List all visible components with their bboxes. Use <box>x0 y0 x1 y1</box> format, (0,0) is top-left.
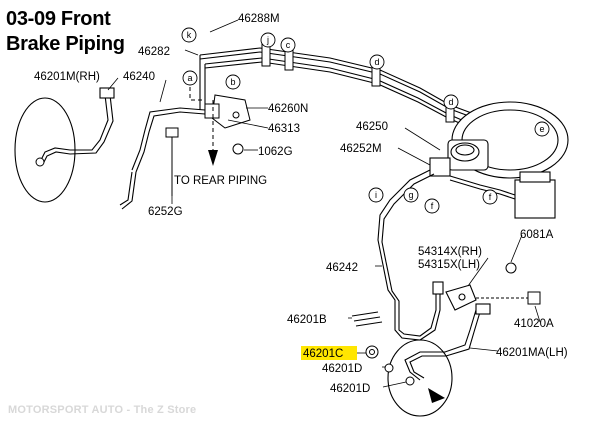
bolt-6252G <box>165 127 179 196</box>
svg-text:a: a <box>187 73 192 83</box>
label-46313: 46313 <box>268 123 300 135</box>
label-46252M: 46252M <box>340 143 382 155</box>
label-46282: 46282 <box>138 46 170 58</box>
arrow-to-rear-piping <box>208 150 218 166</box>
callout-d-mid: d <box>443 94 459 110</box>
label-46260N: 46260N <box>268 103 308 115</box>
bracket-54314X <box>445 284 477 311</box>
label-54314X: 54314X(RH) <box>418 246 482 258</box>
part-labels: 46288M 46282 46201M(RH) 46240 46260N 463… <box>34 13 568 395</box>
label-6081A: 6081A <box>520 229 554 241</box>
diagram-title-line1: 03-09 Front <box>6 8 111 30</box>
washer-46201D-a <box>384 363 394 373</box>
hose-46201MA-LH <box>404 303 491 381</box>
nut-6081A <box>505 262 517 274</box>
nut-1062G <box>232 143 244 155</box>
washer-46201D-b <box>405 376 415 386</box>
label-46201D-upper: 46201D <box>322 363 362 375</box>
svg-text:i: i <box>375 190 377 200</box>
callout-b: b <box>225 74 241 90</box>
callout-a: a <box>182 70 198 86</box>
abs-actuator <box>514 171 556 219</box>
label-46201C: 46201C <box>303 348 343 360</box>
callout-j: j <box>260 32 276 48</box>
svg-text:d: d <box>448 97 453 107</box>
svg-text:g: g <box>408 190 413 200</box>
pipe-46240 <box>131 107 206 173</box>
label-41020A: 41020A <box>514 318 554 330</box>
rotor-lh <box>387 339 453 417</box>
callout-d-top: d <box>369 54 385 70</box>
svg-text:k: k <box>187 30 192 40</box>
master-cylinder-46250 <box>429 101 569 179</box>
rear-piping-leader <box>189 80 214 150</box>
callout-i: i <box>368 187 384 203</box>
label-46250: 46250 <box>356 121 388 133</box>
label-46201M-RH: 46201M(RH) <box>34 71 100 83</box>
pipe-46252M <box>377 169 516 263</box>
callout-f-left: f <box>424 198 440 214</box>
callouts: a b c d d e f f <box>181 27 550 214</box>
label-46240: 46240 <box>123 71 155 83</box>
watermark-footer: MOTORSPORT AUTO - The Z Store <box>8 404 197 416</box>
svg-text:d: d <box>374 57 379 67</box>
svg-text:j: j <box>266 35 269 45</box>
clip-46201B <box>351 311 383 327</box>
callout-f-right: f <box>482 189 498 205</box>
label-46242: 46242 <box>326 262 358 274</box>
label-46288M: 46288M <box>238 13 280 25</box>
svg-text:e: e <box>539 124 544 134</box>
leader-lines <box>107 19 541 388</box>
junction-block-46260N <box>204 94 251 129</box>
callout-c: c <box>280 37 296 53</box>
callout-g: g <box>403 187 419 203</box>
callout-k: k <box>181 27 197 43</box>
label-46201MA-LH: 46201MA(LH) <box>496 347 568 359</box>
pipe-46242 <box>381 259 444 341</box>
label-6252G: 6252G <box>148 206 183 218</box>
label-to-rear-piping: TO REAR PIPING <box>174 175 267 187</box>
svg-text:f: f <box>431 201 434 211</box>
diagram-title-line2: Brake Piping <box>6 33 125 55</box>
label-46201B: 46201B <box>287 314 327 326</box>
label-54315X: 54315X(LH) <box>418 259 480 271</box>
arrow-front <box>428 388 445 403</box>
label-46201D-lower: 46201D <box>330 383 370 395</box>
label-1062G: 1062G <box>258 146 293 158</box>
svg-text:f: f <box>489 192 492 202</box>
callout-e: e <box>534 121 550 137</box>
hose-46201M-RH <box>39 87 137 210</box>
highlight-46201C <box>301 346 357 360</box>
rotor-rh <box>14 97 76 203</box>
svg-text:b: b <box>230 77 235 87</box>
bolt-41020A <box>476 291 541 305</box>
bolt-46201C <box>365 345 379 359</box>
svg-text:c: c <box>286 40 291 50</box>
